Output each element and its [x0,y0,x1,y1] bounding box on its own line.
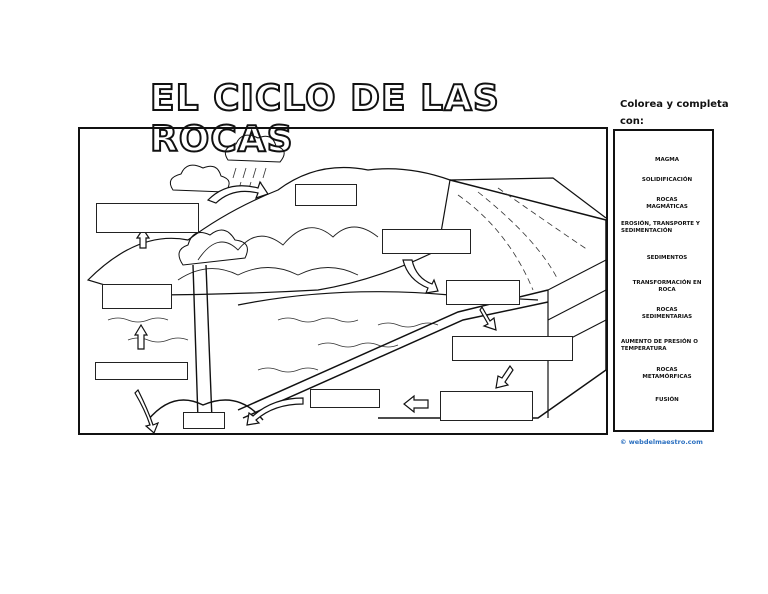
blank-box[interactable] [452,336,573,361]
arrow-up-2 [135,325,147,349]
blank-box[interactable] [295,184,357,206]
block-top-edge [450,178,606,218]
blank-box[interactable] [440,391,533,421]
word-bank-item: ROCAS METAMÓRFICAS [621,367,713,381]
site-credit: © webdelmaestro.com [620,438,730,446]
blank-box[interactable] [310,389,380,408]
strata-line [498,188,588,250]
word-bank-item: ROCAS MAGMÁTICAS [621,197,713,211]
word-bank: MAGMA SOLIDIFICACIÓN ROCAS MAGMÁTICAS ER… [613,129,714,432]
blank-box[interactable] [102,284,172,309]
word-bank-item: ROCAS SEDIMENTARIAS [621,307,713,321]
ash-cloud [179,230,247,265]
mountain-texture [198,227,378,260]
word-bank-item: TRANSFORMACIÓN EN ROCA [621,280,713,294]
word-bank-item: FUSIÓN [621,397,713,404]
blank-box[interactable] [96,203,199,233]
blank-box[interactable] [183,412,225,429]
arrow-down-1 [403,260,438,293]
blank-box[interactable] [446,280,520,305]
arrow-left-1 [404,396,428,412]
arrow-curved-1 [208,182,268,203]
blank-box[interactable] [382,229,471,254]
instruction-text: Colorea y completa con: [620,96,730,130]
rain-cloud [170,165,229,192]
arrow-diag-2 [496,366,513,388]
word-bank-item: AUMENTO DE PRESIÓN O TEMPERATURA [621,339,713,353]
word-bank-item: SOLIDIFICACIÓN [621,177,713,184]
arrow-curved-3 [135,390,158,433]
rain-cloud [225,135,284,162]
volcano-conduit [193,265,212,420]
word-bank-item: MAGMA [621,157,713,164]
mountain-texture [178,268,358,281]
word-bank-item: EROSIÓN, TRANSPORTE Y SEDIMENTACIÓN [621,221,713,235]
block-layer-2 [548,290,606,320]
word-bank-item: SEDIMENTOS [621,255,713,262]
blank-box[interactable] [95,362,188,380]
arrow-diag-1 [480,307,496,330]
block-layer-1 [548,260,606,290]
